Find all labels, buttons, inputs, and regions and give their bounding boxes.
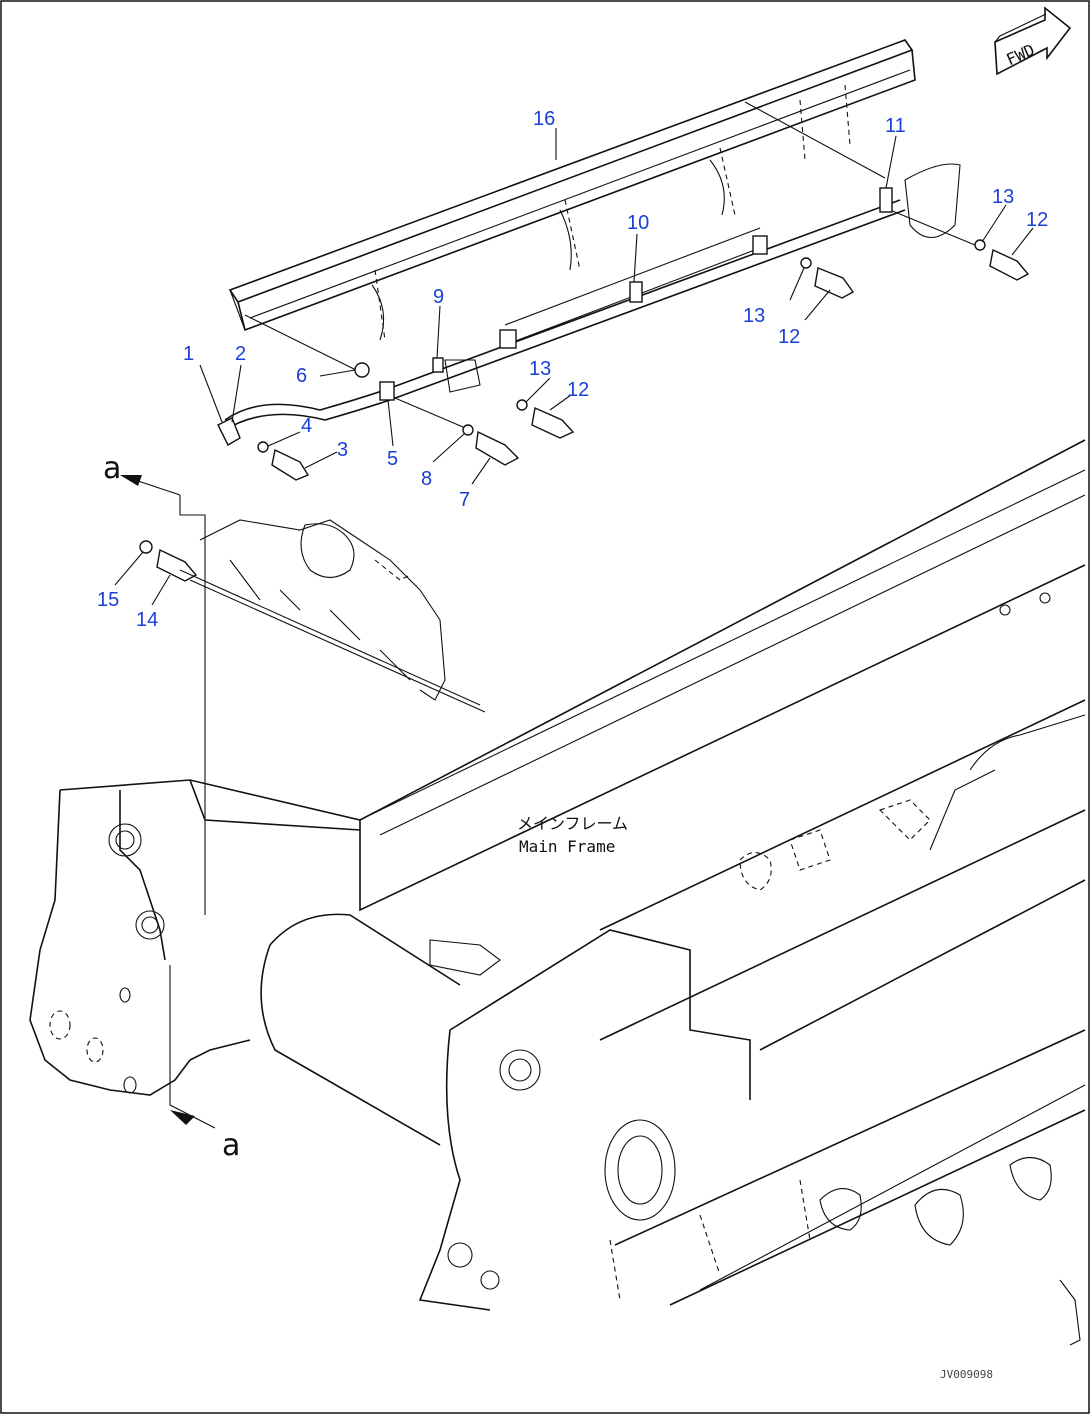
callout-7[interactable]: 7 <box>459 489 470 511</box>
callout-14[interactable]: 14 <box>136 609 158 631</box>
callout-10[interactable]: 10 <box>627 212 649 234</box>
callout-12[interactable]: 12 <box>778 326 800 348</box>
frame-label-en: Main Frame <box>519 837 615 856</box>
bolts-and-washers <box>139 239 1030 582</box>
callout-9[interactable]: 9 <box>433 286 444 308</box>
section-marker-upper: a <box>103 451 121 486</box>
callout-3[interactable]: 3 <box>337 439 348 461</box>
section-arrow-lower <box>169 965 216 1129</box>
callout-13[interactable]: 13 <box>992 186 1014 208</box>
drawing-code: JV009098 <box>940 1368 993 1381</box>
callout-12[interactable]: 12 <box>1026 209 1048 231</box>
callout-13[interactable]: 13 <box>529 358 551 380</box>
leader-lines <box>114 128 1034 606</box>
callout-15[interactable]: 15 <box>97 589 119 611</box>
callout-1[interactable]: 1 <box>183 343 194 365</box>
fwd-label: FWD <box>1003 40 1037 69</box>
wiring-harness <box>224 101 976 431</box>
callout-13[interactable]: 13 <box>743 305 765 327</box>
callout-16[interactable]: 16 <box>533 108 555 130</box>
fwd-arrow-icon: FWD <box>994 6 1072 76</box>
main-frame <box>29 439 1086 1346</box>
callout-5[interactable]: 5 <box>387 448 398 470</box>
section-arrow-upper <box>120 475 206 915</box>
clamp-clips <box>379 163 961 401</box>
callout-labels: 16 11 13 12 10 13 12 9 13 12 1 2 6 4 3 5… <box>97 108 1048 631</box>
callout-12[interactable]: 12 <box>567 379 589 401</box>
bracket-assembly <box>179 519 486 713</box>
callout-4[interactable]: 4 <box>301 415 312 437</box>
callout-6[interactable]: 6 <box>296 365 307 387</box>
callout-11[interactable]: 11 <box>885 115 906 137</box>
frame-label-jp: メインフレーム <box>517 814 628 833</box>
callout-2[interactable]: 2 <box>235 343 246 365</box>
guard-rail <box>228 39 916 341</box>
section-marker-lower: a <box>222 1128 240 1163</box>
callout-8[interactable]: 8 <box>421 468 432 490</box>
